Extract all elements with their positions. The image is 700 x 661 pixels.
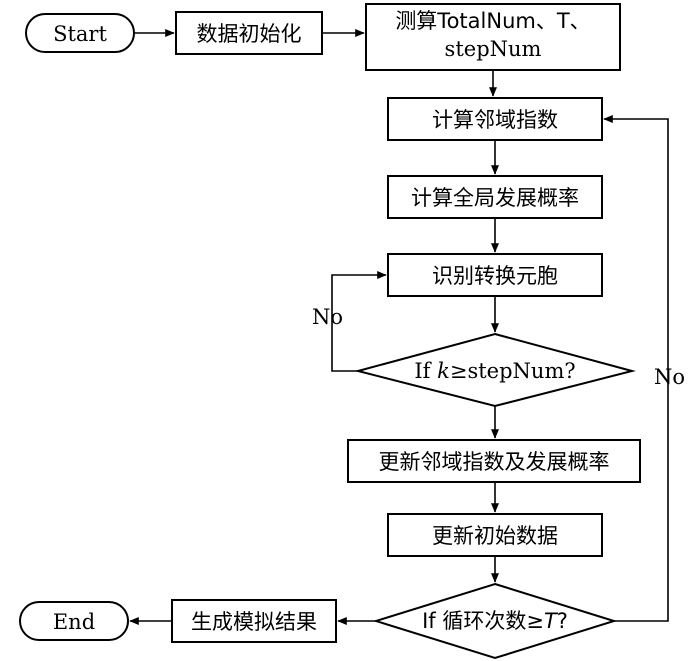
measure-params-label-line2: stepNum: [445, 37, 542, 61]
loop-decision-diamond: If 循环次数≥T?: [372, 582, 618, 660]
step-decision-prefix: If: [414, 359, 437, 383]
step-decision-rest: ≥stepNum?: [450, 359, 576, 383]
end-terminal: End: [19, 601, 129, 641]
update-init-data-box: 更新初始数据: [387, 513, 603, 557]
loop-no-label: No: [654, 365, 685, 389]
step-decision-diamond: If k≥stepNum?: [354, 332, 636, 408]
generate-result-box: 生成模拟结果: [171, 599, 337, 643]
update-index-prob-box: 更新邻域指数及发展概率: [347, 439, 641, 483]
loop-decision-var: T: [544, 609, 559, 633]
end-label: End: [53, 610, 95, 634]
step-decision-label: If k≥stepNum?: [414, 359, 575, 383]
identify-cells-label: 识别转换元胞: [432, 264, 558, 288]
init-data-label: 数据初始化: [197, 22, 302, 46]
start-label: Start: [53, 22, 107, 46]
update-index-prob-label: 更新邻域指数及发展概率: [379, 450, 610, 474]
measure-params-box: 测算TotalNum、T、 stepNum: [365, 3, 621, 71]
edge-loop-decision-no-back: [603, 115, 669, 622]
identify-cells-box: 识别转换元胞: [387, 253, 603, 297]
step-decision-var: k: [437, 359, 450, 383]
loop-decision-prefix: If 循环次数≥: [422, 609, 544, 633]
start-terminal: Start: [25, 13, 135, 53]
update-init-data-label: 更新初始数据: [432, 524, 558, 548]
measure-params-label-line1: 测算TotalNum、T、: [395, 9, 590, 33]
edge-step-decision-no-loop: [331, 271, 387, 372]
generate-result-label: 生成模拟结果: [191, 610, 317, 634]
loop-decision-label: If 循环次数≥T?: [422, 609, 568, 633]
calc-global-prob-box: 计算全局发展概率: [387, 175, 603, 219]
calc-neighborhood-label: 计算邻域指数: [432, 108, 558, 132]
loop-decision-rest: ?: [557, 609, 568, 633]
step-no-label: No: [312, 305, 343, 329]
calc-global-prob-label: 计算全局发展概率: [411, 186, 579, 210]
calc-neighborhood-box: 计算邻域指数: [387, 97, 603, 141]
init-data-box: 数据初始化: [175, 11, 323, 55]
